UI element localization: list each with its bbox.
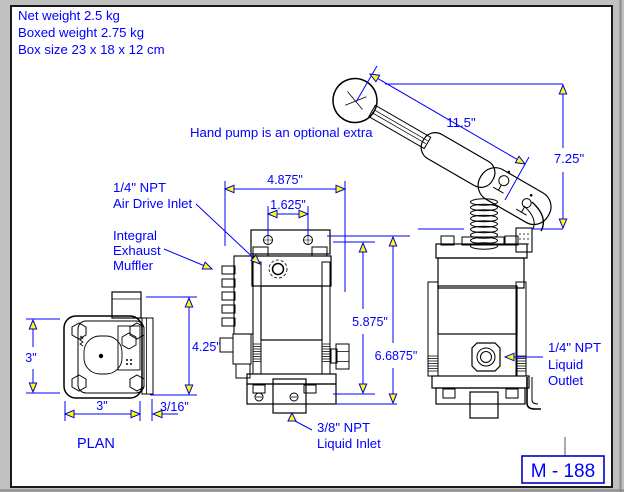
model-number-box [521, 455, 605, 484]
plan-view [63, 291, 154, 399]
dim-handle-length-text: 11.5" [446, 115, 476, 130]
dimension-lines: 11.5" 7.25" 4.875" 1.625" 5.875" 6.6875" [25, 65, 585, 421]
liquid-outlet-bore [480, 351, 492, 363]
front-rod-threads-right [322, 343, 330, 362]
muffler-foot [235, 363, 251, 379]
side-cap-bolt-left [440, 235, 455, 246]
side-inlet-stub [469, 391, 499, 419]
front-rod-threads-left [253, 343, 261, 362]
front-hex-fitting [335, 343, 350, 370]
dim-plate-thickness-text: 3/16" [160, 400, 189, 414]
plan-spring-squiggle [79, 335, 84, 347]
front-base-screw-left [254, 392, 264, 402]
liquid-outlet-hex [471, 342, 501, 372]
label-air-inlet-line2: Air Drive Inlet [113, 196, 192, 211]
label-liquid-outlet-line2: Liquid [548, 357, 583, 372]
plan-mechanism [83, 335, 123, 375]
label-muffler-line1: Integral [113, 228, 157, 243]
label-liquid-outlet-line1: 1/4" NPT [548, 340, 601, 355]
plan-hex-nut [121, 332, 137, 350]
side-rod-threads-left [428, 355, 438, 372]
pivot-pin-2-stem [515, 206, 527, 216]
hand-pump-reservoir-level [519, 233, 529, 245]
plan-view-label: PLAN [77, 436, 115, 452]
plan-dot-3 [126, 363, 128, 365]
muffler-fins [221, 265, 236, 327]
plan-inner-body [77, 320, 145, 394]
hand-pump-note: Hand pump is an optional extra [190, 125, 373, 140]
label-air-inlet-line1: 1/4" NPT [113, 180, 166, 195]
air-drive-inlet-thread [268, 259, 288, 279]
dim-plan-overall-height-text: 4.25" [192, 340, 221, 354]
dim-11_5-ext-top [355, 65, 378, 103]
dim-plan-width-text: 3" [96, 399, 107, 413]
label-liquid-inlet-line1: 3/8" NPT [317, 420, 370, 435]
leader-liquid-inlet-arrow [287, 411, 297, 422]
dim-handle-height-text: 7.25" [554, 151, 585, 166]
front-mount-hole-left-cross [263, 235, 273, 245]
front-base-screw-right [289, 392, 299, 402]
side-view [427, 235, 541, 419]
front-hex-facets [336, 351, 349, 362]
leader-liquid-inlet [294, 420, 313, 431]
label-muffler-line3: Muffler [113, 258, 154, 273]
plan-valve-block [117, 325, 141, 371]
plan-bolt-tl [71, 322, 87, 340]
liquid-outlet-ring [476, 347, 496, 367]
plan-top-tab [111, 291, 142, 319]
plan-bolt-tr [129, 322, 145, 340]
side-base-bolt-left [442, 388, 456, 399]
muffler-lower-tab [219, 337, 234, 353]
label-liquid-outlet-line3: Outlet [548, 373, 584, 388]
net-weight-text: Net weight 2.5 kg [18, 8, 120, 23]
front-mounting-flange [250, 229, 331, 255]
pivot-pin-1-dot [507, 170, 511, 174]
dim-overall-height-text: 6.6875" [375, 349, 418, 363]
plan-dot-2 [130, 359, 132, 361]
label-muffler-line2: Exhaust [113, 243, 161, 258]
side-base-block [435, 387, 526, 405]
ball-knob-highlight [345, 91, 367, 110]
front-fitting-neck [330, 348, 338, 364]
model-number-text: M - 188 [531, 461, 595, 482]
dim-body-height-text: 5.875" [352, 315, 388, 329]
plan-bolt-br [129, 374, 145, 392]
dim-11_5-line [370, 74, 525, 164]
dim-body-width-text: 4.875" [267, 173, 303, 187]
side-cap-bolt-right [504, 235, 519, 246]
pivot-pin-2-dot [529, 194, 533, 197]
hand-pump-spring [470, 198, 498, 250]
plan-center-dot [98, 353, 104, 359]
plan-dot-1 [126, 359, 128, 361]
air-drive-inlet-port [271, 262, 285, 276]
box-size-text: Box size 23 x 18 x 12 cm [18, 42, 165, 57]
plan-dot-4 [130, 363, 132, 365]
front-base-bolt-right [303, 384, 317, 394]
leader-lines [163, 203, 543, 431]
side-air-block [437, 257, 525, 289]
boxed-weight-text: Boxed weight 2.75 kg [18, 25, 144, 40]
plan-bolt-bl [71, 374, 87, 392]
dim-plan-depth-text: 3" [25, 351, 36, 365]
side-rod-threads-right [516, 355, 526, 372]
side-bracket-leg-inner [531, 377, 539, 405]
pivot-bracket [477, 167, 552, 226]
leader-muffler [163, 248, 212, 269]
front-mount-hole-right-cross [303, 235, 313, 245]
side-bracket-leg [526, 377, 541, 410]
plan-side-plate [141, 317, 154, 395]
dim-hole-spacing-text: 1.625" [270, 198, 306, 212]
pivot-pin-1-stem [492, 184, 504, 194]
liquid-inlet-stub [272, 378, 307, 414]
label-liquid-inlet-line2: Liquid Inlet [317, 436, 381, 451]
hand-pump-reservoir [515, 227, 533, 253]
side-base-bolt-right [505, 388, 519, 399]
leader-air-drive-inlet [195, 203, 260, 264]
